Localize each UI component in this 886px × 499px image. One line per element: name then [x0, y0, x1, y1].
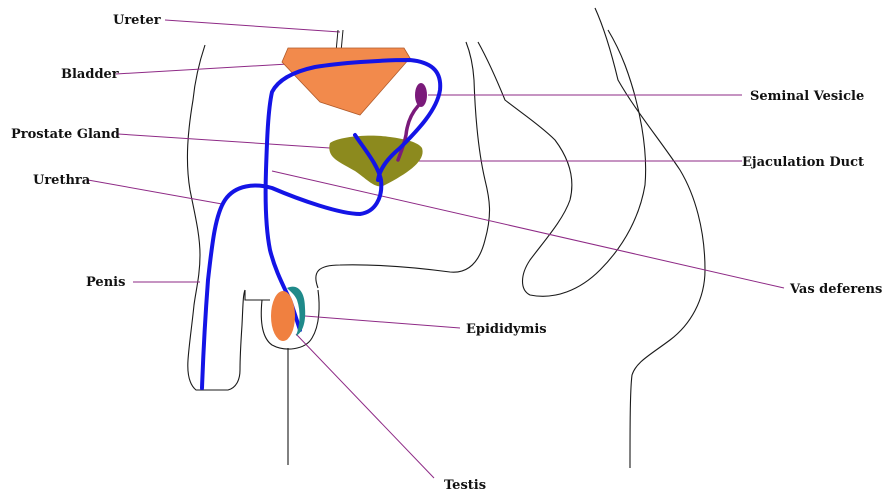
penis-top-outline [244, 290, 270, 301]
bladder-leader [115, 62, 306, 75]
leader-lines [87, 19, 785, 479]
seminal-vesicle-shape [396, 83, 427, 162]
label-prostate-gland: Prostate Gland [11, 127, 120, 142]
prostate-gland-shape [329, 135, 423, 187]
urethra-duct [200, 133, 384, 390]
vas-deferens-duct [263, 58, 443, 332]
testis-group [271, 286, 306, 341]
vas-deferens-leader [271, 170, 785, 289]
buttock-inner-outline [477, 29, 647, 297]
label-ejaculation-duct: Ejaculation Duct [742, 155, 864, 170]
epididymis-shape [287, 286, 306, 336]
ducts [200, 58, 443, 390]
epididymis-leader [304, 315, 461, 329]
label-ureter: Ureter [113, 13, 161, 28]
ureter-leader [164, 19, 341, 33]
bladder-shape [281, 47, 411, 116]
scrotum-outline [260, 289, 320, 350]
inner-thigh-outline [315, 41, 491, 289]
label-testis: Testis [444, 478, 486, 493]
testis-leader [295, 333, 435, 479]
label-vas-deferens: Vas deferens [789, 282, 882, 297]
back-outline [594, 7, 706, 469]
label-epididymis: Epididymis [466, 322, 547, 337]
label-penis: Penis [86, 275, 125, 290]
prostate-leader [117, 133, 346, 150]
label-bladder: Bladder [61, 67, 119, 82]
front-body-outline [186, 44, 246, 391]
body-outline [186, 7, 706, 469]
label-seminal-vesicle: Seminal Vesicle [750, 89, 864, 104]
urethra-leader [87, 179, 223, 205]
testis-shape [271, 291, 295, 341]
label-urethra: Urethra [33, 173, 91, 188]
labels: Ureter Bladder Prostate Gland Urethra Pe… [11, 13, 882, 493]
